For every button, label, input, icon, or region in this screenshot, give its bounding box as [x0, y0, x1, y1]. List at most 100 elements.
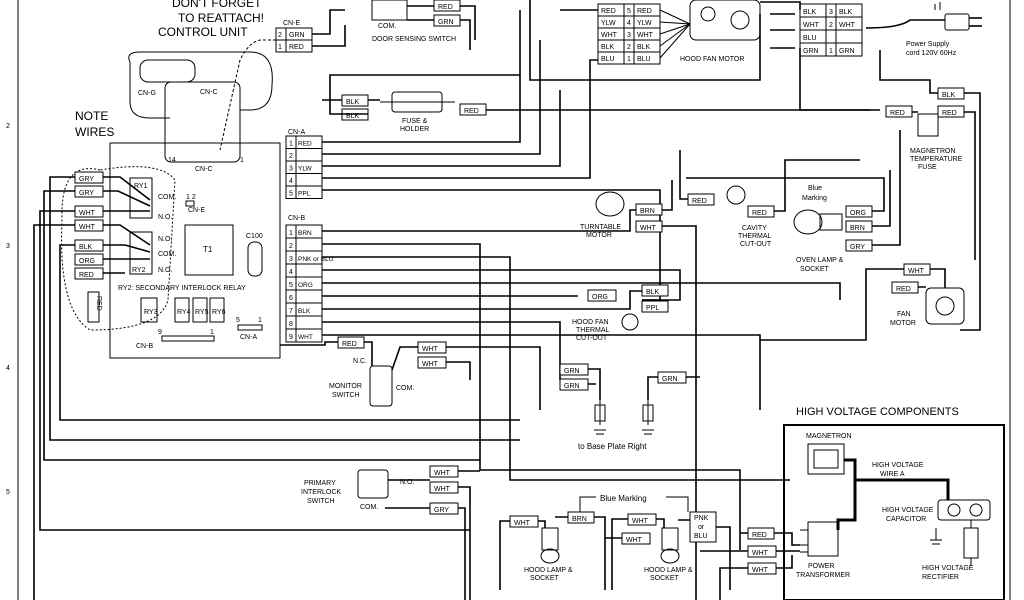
wire-label: RED [692, 198, 707, 205]
turntable-motor: BRN WHT TURNTABLE MOTOR [580, 180, 697, 600]
wire-label: BLK [942, 92, 956, 99]
wire-label: PNK [694, 515, 709, 522]
pin-color: YLW [637, 20, 652, 27]
wire [770, 13, 795, 49]
pin-number: 2 [829, 22, 833, 29]
cn-c2-label: CN-C [195, 166, 213, 173]
hood-lamp-label: HOOD LAMP & [644, 567, 693, 574]
cn-b-label: CN-B [288, 215, 305, 222]
pin1c-label: 1 [258, 317, 262, 324]
wire-label: BRN [640, 208, 655, 215]
wire [103, 224, 151, 246]
transformer-label: TRANSFORMER [796, 572, 850, 579]
wire [322, 209, 637, 232]
c100-label: C100 [246, 233, 263, 240]
primary-interlock-switch: WHT WHT GRY N.O. COM. PRIMARY INTERLOCK … [301, 465, 480, 600]
wire-label: WHT [626, 537, 643, 544]
cn-e-pin-num: 2 [278, 32, 282, 39]
ry2-label: RY2 [132, 267, 146, 274]
pin-color: WHT [601, 32, 618, 39]
pin-number: 5 [289, 191, 293, 198]
t1-label: T1 [203, 245, 213, 254]
hood-fan-thermal-label: CUT-OUT [576, 335, 608, 342]
base-plate-label: to Base Plate Right [578, 442, 647, 451]
pin1b-label: 1 [210, 329, 214, 336]
oven-lamp-label: OVEN LAMP & [796, 257, 844, 264]
wire [659, 9, 691, 25]
primary-label: SWITCH [307, 498, 335, 505]
wire [59, 244, 520, 421]
door-sensing-switch: COM. RED GRN DOOR SENSING SWITCH [371, 0, 476, 50]
oven-lamp: Blue Marking ORG BRN GRY OVEN LAMP & SOC… [686, 130, 901, 273]
wire-label: BLK [346, 113, 360, 120]
power-supply-label: Power Supply [906, 41, 950, 48]
pin-number: 4 [289, 178, 293, 185]
wire-label: WHT [514, 520, 531, 527]
magnetron-temp-fuse: RED BLK RED MAGNETRON TEMPERATURE FUSE [879, 50, 981, 331]
wire-label-vertical: RED [95, 296, 102, 311]
hood-fan-thermal-label: THERMAL [576, 327, 610, 334]
ry3-label: RY3 [144, 309, 158, 316]
ry1-label: RY1 [134, 183, 148, 190]
wire-label: GRY [79, 190, 94, 197]
wire-label: ORG [850, 210, 866, 217]
pin-color: WHT [803, 22, 820, 29]
wire [103, 244, 151, 253]
wire [312, 9, 345, 35]
hood-fan-motor: HOOD FAN MOTOR [680, 0, 761, 63]
pin-number: 7 [289, 308, 293, 315]
wire-label: WHT [434, 486, 451, 493]
cn-b2-label: CN-B [136, 343, 153, 350]
no2-label: N.O. [158, 236, 172, 243]
hood-fan-thermal-cutout: ORG BLK PPL HOOD FAN THERMAL CUT-OUT [572, 284, 669, 342]
pin-color: RED [298, 141, 312, 148]
wire [322, 256, 790, 481]
pin-color: YLW [298, 166, 312, 173]
hv-cap-label: HIGH VOLTAGE [882, 507, 934, 514]
primary-label: INTERLOCK [301, 489, 341, 496]
pin-color: GRN [803, 48, 819, 55]
pin-number: 5 [289, 282, 293, 289]
wire [322, 269, 681, 301]
mag-fuse-label: FUSE [918, 164, 937, 171]
wire-label: BLU [694, 533, 708, 540]
wire [49, 176, 520, 441]
cn-a2-label: CN-A [240, 334, 257, 341]
pin-color-cell [835, 42, 863, 57]
pin-number: 2 [289, 153, 293, 160]
cn-e-pin-color: RED [289, 44, 304, 51]
control-board: CN-G CN-C 14 1 CN-C RY1 COM. N.O. RY2 N.… [61, 51, 281, 359]
wire-label: GRN [564, 368, 580, 375]
cavity-thermal-cutout: RED RED CAVITY THERMAL CUT-OUT [679, 150, 860, 248]
fuse-label: FUSE & [402, 118, 428, 125]
pin-number: 1 [289, 141, 293, 148]
magnetron-label: MAGNETRON [806, 433, 852, 440]
turntable-label: TURNTABLE [580, 224, 621, 231]
monitor-com-label: COM. [396, 385, 414, 392]
hood-lamps: Blue Marking WHT BRN HOOD LAMP & SOCKET … [499, 494, 731, 590]
cn-e-pin-num: 1 [278, 44, 282, 51]
door-switch-label: DOOR SENSING SWITCH [372, 36, 456, 43]
hood-lamp-label: HOOD LAMP & [524, 567, 573, 574]
note-control-unit: CONTROL UNIT [158, 25, 248, 39]
hv-cap-label: CAPACITOR [886, 516, 926, 523]
wire-label: WHT [632, 518, 649, 525]
no3-label: N.O. [158, 267, 172, 274]
pin-color: BLK [803, 9, 817, 16]
cn-e-label: CN-E [188, 207, 205, 214]
cn-e-top-label: CN-E [283, 20, 300, 27]
pin-color: PPL [298, 191, 311, 198]
note-reattach-2: TO REATTACH! [178, 11, 264, 25]
pin-number: 3 [289, 166, 293, 173]
pin-color-cell [295, 289, 323, 304]
pin-color: WHT [637, 32, 654, 39]
rectifier-label: RECTIFIER [922, 574, 959, 581]
cn-e-pins: 1 2 [186, 194, 196, 201]
margin-tick: 2 [6, 123, 10, 130]
wire-label: WHT [422, 361, 439, 368]
wire-label: RED [896, 286, 911, 293]
mag-fuse-label: TEMPERATURE [910, 156, 963, 163]
hv-wire-label: HIGH VOLTAGE [872, 462, 924, 469]
